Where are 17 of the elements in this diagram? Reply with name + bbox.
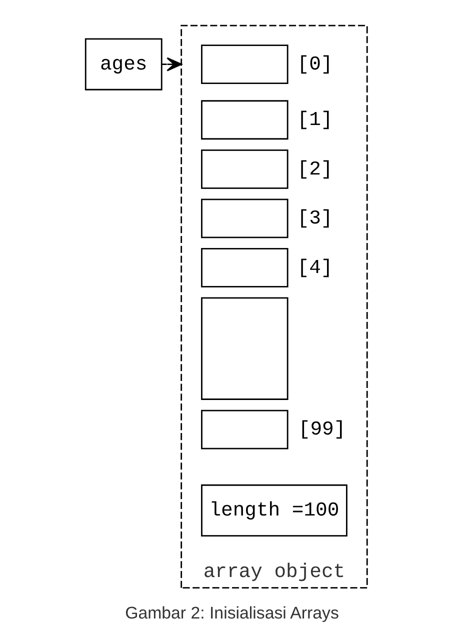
node-box (201, 44, 288, 84)
node-label: [3] (297, 208, 333, 230)
node-label: [2] (297, 158, 333, 180)
node-box (201, 149, 288, 189)
node-box (201, 100, 288, 140)
arrow (162, 57, 182, 72)
node-box: length =100 (201, 484, 348, 536)
node-box (201, 410, 288, 450)
node-label: [4] (297, 256, 333, 279)
node-box: ages (84, 38, 162, 90)
node-box (201, 297, 288, 400)
node-box (201, 248, 288, 288)
node-label: [0] (297, 54, 333, 76)
node-box (201, 198, 288, 238)
caption: Gambar 2: Inisialisasi Arrays (125, 603, 339, 622)
node-label: [1] (297, 109, 333, 132)
node-label: [99] (298, 418, 346, 441)
